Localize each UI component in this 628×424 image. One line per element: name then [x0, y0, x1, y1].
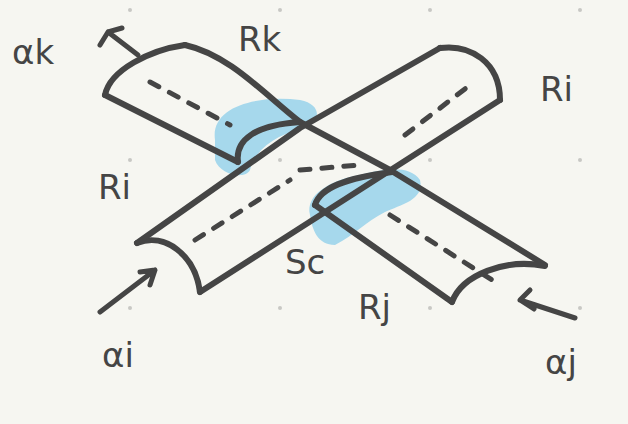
grid-dots — [128, 8, 582, 310]
ribbon-label: Rk — [238, 22, 281, 56]
ribbon-label: Ri — [98, 170, 131, 204]
surface-label: Sc — [285, 245, 325, 279]
angle-label: αj — [545, 345, 577, 379]
angle-label: αk — [12, 35, 54, 69]
ribbon-outline — [105, 45, 545, 302]
angle-label: αi — [102, 338, 134, 372]
center-line — [150, 82, 500, 285]
ribbon-label: Ri — [540, 72, 573, 106]
direction-arrow — [100, 28, 575, 318]
ribbon-label: Rj — [358, 290, 391, 324]
